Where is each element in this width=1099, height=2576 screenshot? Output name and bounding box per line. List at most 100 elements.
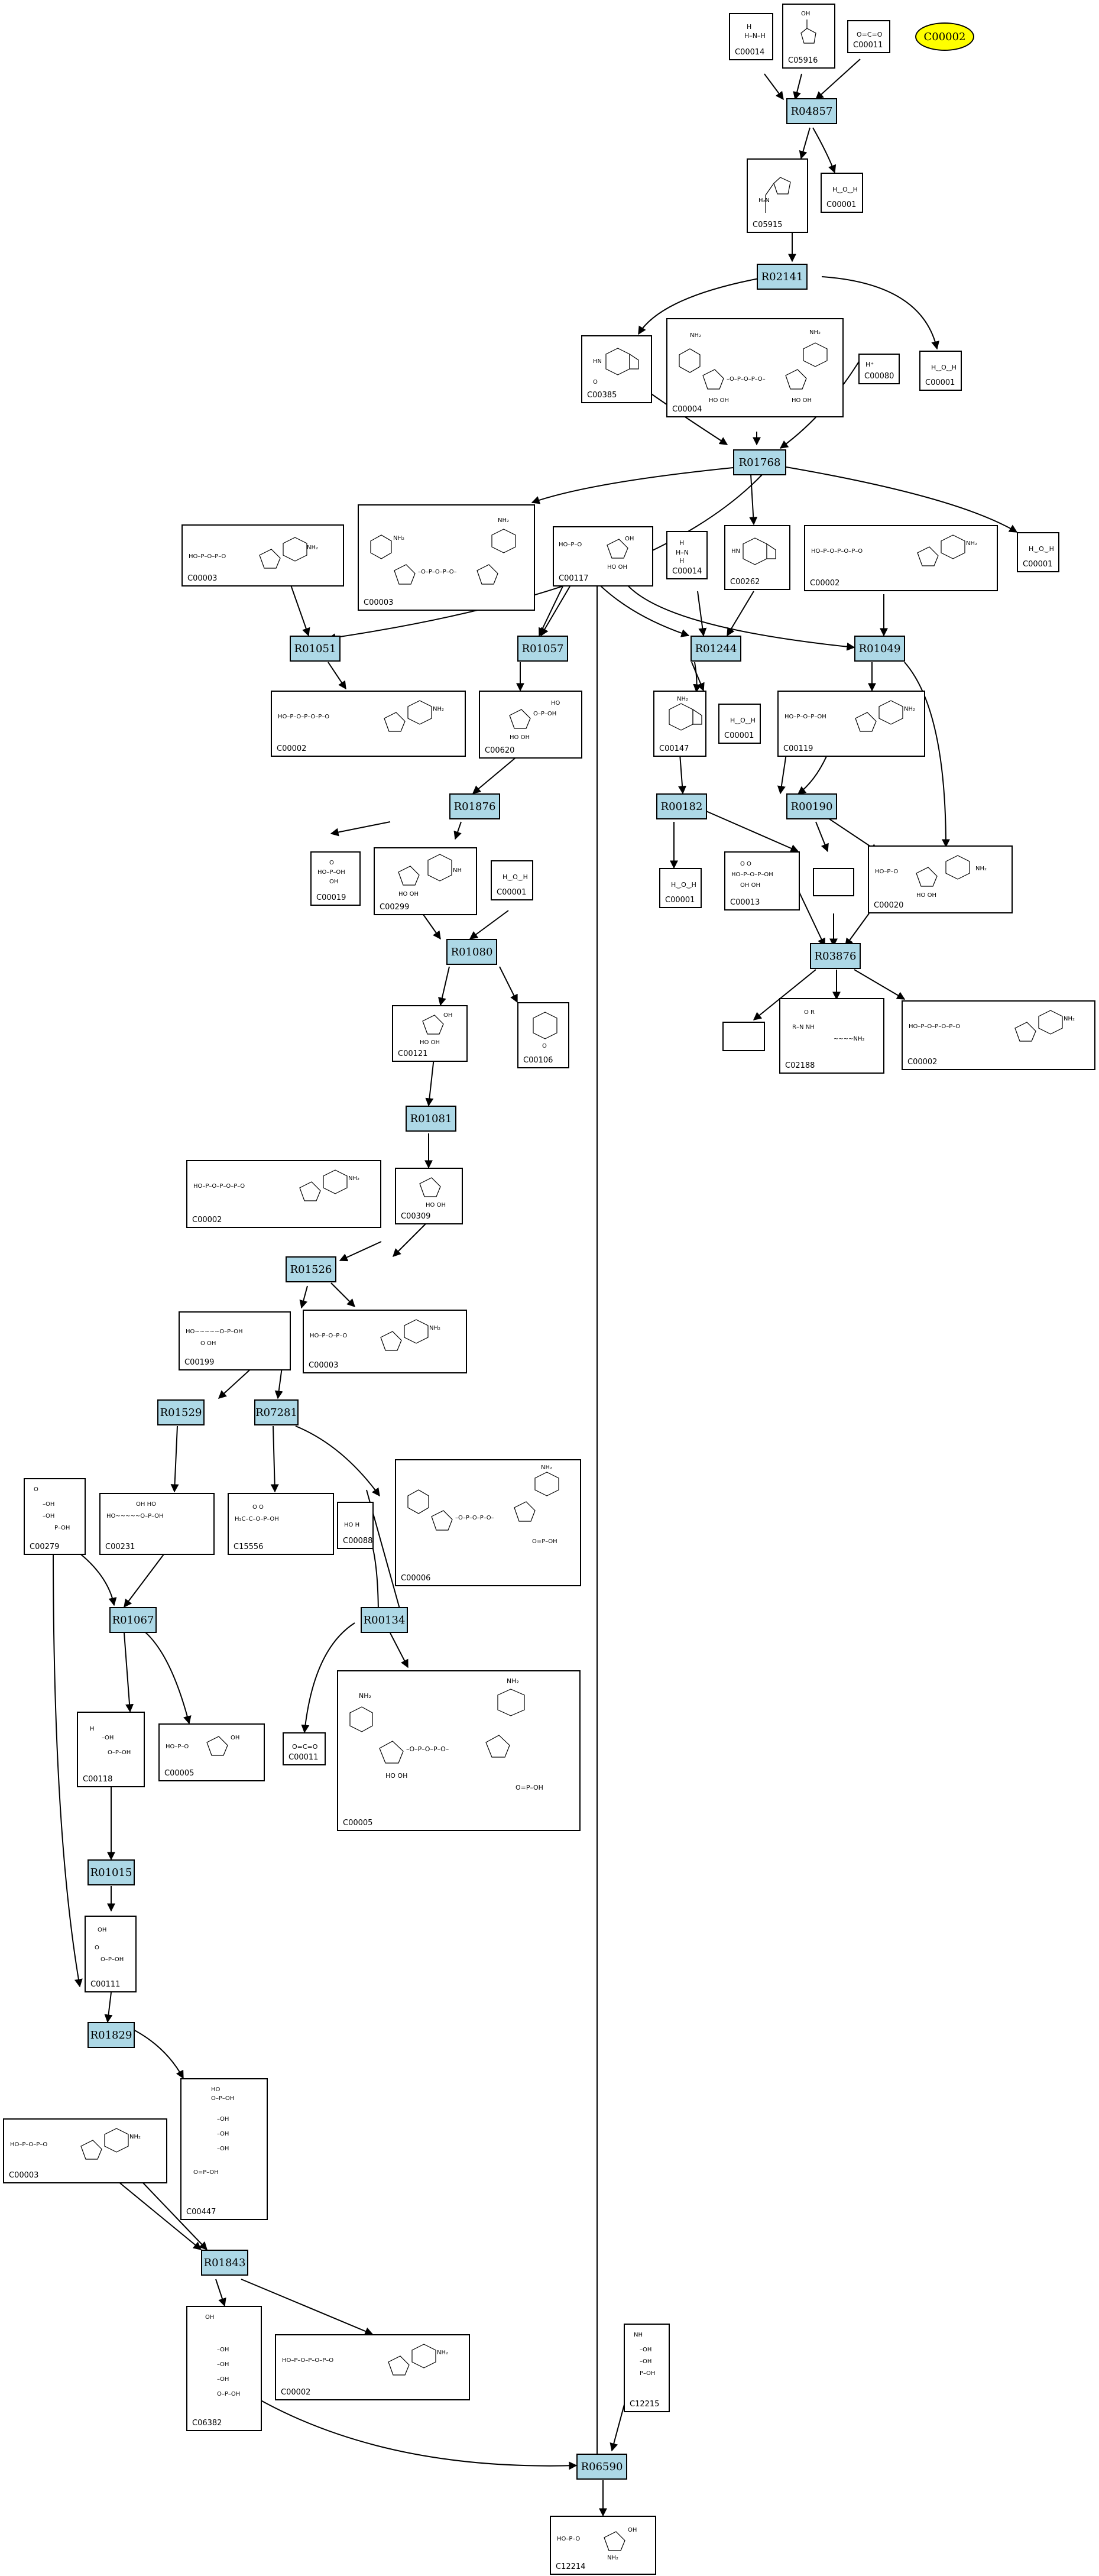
compound-node[interactable]: H‿O‿H C00001	[821, 173, 863, 213]
compound-node[interactable]	[722, 1022, 765, 1051]
reaction-node[interactable]: R01080	[446, 939, 497, 965]
reaction-node[interactable]: R01015	[87, 1859, 135, 1885]
reaction-node[interactable]: R01049	[854, 636, 905, 662]
reaction-node[interactable]: R06590	[576, 2454, 627, 2480]
compound-id: C00279	[30, 1543, 60, 1551]
compound-node[interactable]: HN C00262	[724, 525, 790, 590]
reaction-node[interactable]: R01843	[201, 2250, 248, 2276]
svg-text:–O–P–O–P–O–: –O–P–O–P–O–	[406, 1745, 449, 1753]
compound-node[interactable]	[813, 868, 854, 896]
reaction-node[interactable]: R01529	[157, 1399, 205, 1425]
compound-node[interactable]: O=C=O C00011	[847, 20, 890, 53]
reaction-node[interactable]: R01526	[286, 1256, 336, 1282]
reaction-node[interactable]: R00182	[656, 793, 707, 819]
svg-text:HO–P–O: HO–P–O	[875, 869, 898, 875]
reaction-node[interactable]: R01768	[733, 449, 786, 475]
structure-drawing: OH–OH–OH–OHO–P–OH	[205, 2314, 240, 2397]
reaction-node[interactable]: R00190	[786, 793, 837, 819]
structure-drawing: HO–P–O–P–OHO OOH OH	[731, 861, 773, 889]
structure-drawing: O	[533, 1012, 557, 1049]
compound-node[interactable]: HO H C00088	[337, 1502, 374, 1549]
structure-drawing: HO~~~~~O–P–OHO OH	[186, 1328, 243, 1347]
compound-id: C00001	[665, 896, 695, 905]
highlight-compound-badge[interactable]: C00002	[915, 22, 974, 51]
structure-drawing: H₂N	[758, 177, 791, 213]
compound-id: C00447	[186, 2208, 216, 2217]
svg-text:H: H	[747, 23, 751, 31]
reaction-node[interactable]: R07281	[254, 1399, 299, 1425]
compound-node[interactable]: O C00106	[517, 1002, 569, 1068]
structure-drawing: NH–OH–OHP–OH	[634, 2332, 655, 2377]
compound-id: C06382	[192, 2419, 222, 2428]
svg-text:OH: OH	[231, 1735, 239, 1741]
reaction-node[interactable]: R01081	[406, 1106, 456, 1132]
reaction-node[interactable]: R01051	[290, 636, 341, 662]
compound-node[interactable]: NH₂–O–P–O–P–O–NH₂ C00003	[358, 504, 535, 611]
reaction-node[interactable]: R02141	[757, 264, 808, 290]
svg-text:HO OH: HO OH	[709, 397, 729, 404]
compound-node[interactable]: H₂N C05915	[747, 158, 808, 233]
reaction-node[interactable]: R03876	[810, 943, 861, 969]
reaction-node[interactable]: R01829	[87, 2022, 135, 2048]
svg-text:OH: OH	[329, 879, 338, 885]
compound-node[interactable]: H‿O‿H C00001	[491, 860, 533, 900]
compound-node[interactable]: H‿O‿H C00001	[659, 868, 702, 908]
compound-node[interactable]: H⁺ C00080	[858, 354, 900, 384]
svg-text:O O: O O	[740, 861, 751, 867]
svg-text:O=C=O: O=C=O	[292, 1743, 318, 1751]
compound-node[interactable]: OH C05916	[782, 4, 835, 69]
svg-text:HO–P–O–P–O: HO–P–O–P–O	[189, 553, 226, 560]
reaction-node[interactable]: R01057	[517, 636, 568, 662]
reaction-node[interactable]: R01067	[109, 1607, 157, 1633]
compound-node[interactable]: HO OH C00309	[395, 1168, 463, 1224]
reaction-node[interactable]: R00134	[361, 1607, 408, 1633]
reaction-node[interactable]: R04857	[786, 98, 837, 124]
reaction-node[interactable]: R01876	[449, 793, 500, 819]
compound-node[interactable]: H‿O‿H C00001	[1017, 532, 1059, 572]
structure-drawing: H‿O‿H	[503, 873, 528, 881]
compound-node[interactable]: NH₂ C00147	[653, 691, 706, 757]
svg-text:O: O	[329, 860, 334, 866]
reaction-id: R01080	[450, 945, 493, 958]
reaction-node[interactable]: R01244	[690, 636, 741, 662]
compound-node[interactable]: H‿O‿H C00001	[919, 351, 962, 391]
compound-node[interactable]: O=C=O C00011	[283, 1732, 326, 1765]
compound-node[interactable]: H‿O‿H C00001	[718, 704, 761, 744]
